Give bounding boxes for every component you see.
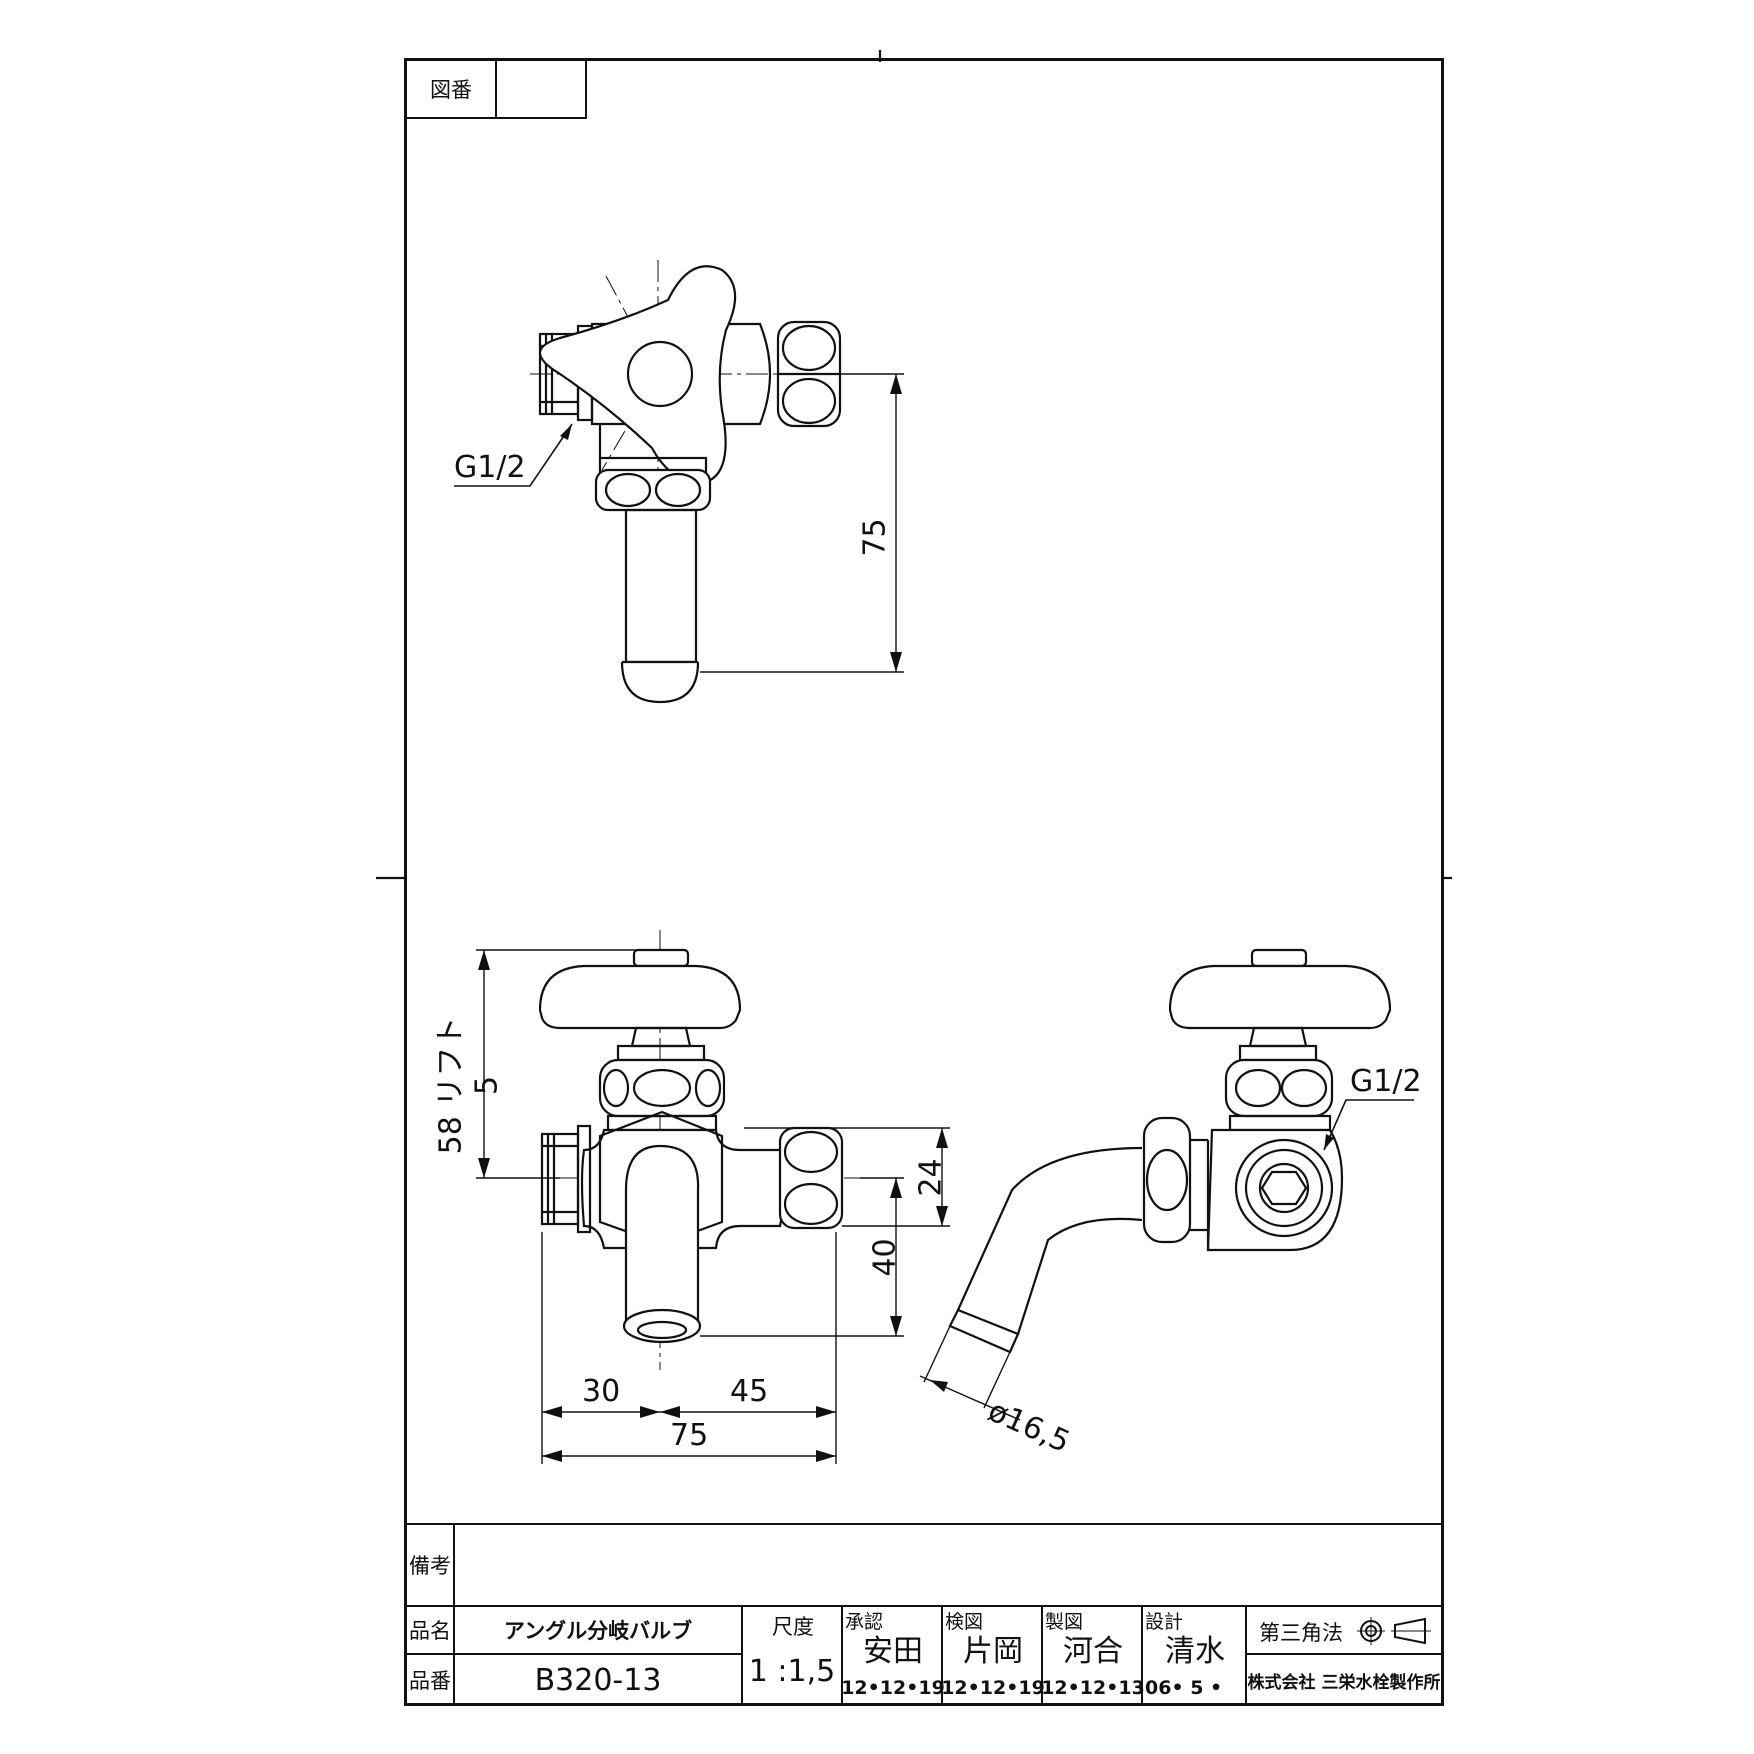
dim-front-width-left: 30 — [582, 1374, 621, 1409]
drawing-sheet: 図番 備考 品名 アングル分岐バルブ 品番 B320-13 尺度 1 :1,5 … — [404, 58, 1444, 1706]
dim-front-width-total: 75 — [670, 1418, 709, 1453]
product-name: アングル分岐バルブ — [455, 1607, 743, 1655]
approval-1: 承認 安田 12•12•19 — [841, 1607, 945, 1705]
front-view — [476, 930, 950, 1464]
side-view — [919, 948, 1414, 1421]
approval-4: 設計 清水 06• 5 • — [1143, 1607, 1247, 1705]
approval-2: 検図 片岡 12•12•19 — [941, 1607, 1045, 1705]
dim-front-width-right: 45 — [730, 1374, 769, 1409]
approval-3-name: 河合 — [1063, 1634, 1123, 1669]
approval-1-name: 安田 — [863, 1634, 923, 1669]
approval-4-date: 06• 5 • — [1145, 1677, 1223, 1699]
projection-label: 第三角法 — [1259, 1621, 1343, 1645]
projection-box: 第三角法 — [1247, 1607, 1441, 1655]
product-number: B320-13 — [455, 1655, 743, 1705]
approval-4-label: 設計 — [1145, 1611, 1184, 1633]
third-angle-projection-symbol — [1357, 1617, 1431, 1645]
approval-3: 製図 河合 12•12•13 — [1041, 1607, 1145, 1705]
approval-1-date: 12•12•19 — [841, 1677, 945, 1699]
approval-1-label: 承認 — [845, 1611, 884, 1633]
approval-2-name: 片岡 — [963, 1634, 1023, 1669]
approval-2-date: 12•12•19 — [941, 1677, 1045, 1699]
drawing-number-label: 図番 — [407, 61, 497, 119]
approval-2-label: 検図 — [945, 1611, 984, 1633]
approval-columns: 承認 安田 12•12•19 検図 片岡 12•12•19 製図 河合 12•1… — [841, 1607, 1247, 1705]
remarks-value — [455, 1523, 1441, 1605]
company-name: 株式会社 三栄水栓製作所 — [1247, 1672, 1441, 1693]
product-number-label: 品番 — [407, 1655, 455, 1705]
drawing-number-value — [497, 61, 587, 119]
dim-top-thread: G1/2 — [454, 450, 526, 485]
top-view — [454, 260, 904, 704]
product-name-label: 品名 — [407, 1607, 455, 1655]
scale-label: 尺度 — [772, 1615, 814, 1639]
title-block: 品名 アングル分岐バルブ 品番 B320-13 尺度 1 :1,5 承認 安田 … — [407, 1605, 1441, 1705]
approval-3-label: 製図 — [1045, 1611, 1084, 1633]
remarks-label: 備考 — [407, 1523, 455, 1605]
dim-side-thread: G1/2 — [1350, 1064, 1422, 1099]
approval-3-date: 12•12•13 — [1041, 1677, 1145, 1699]
approval-4-name: 清水 — [1165, 1634, 1225, 1669]
